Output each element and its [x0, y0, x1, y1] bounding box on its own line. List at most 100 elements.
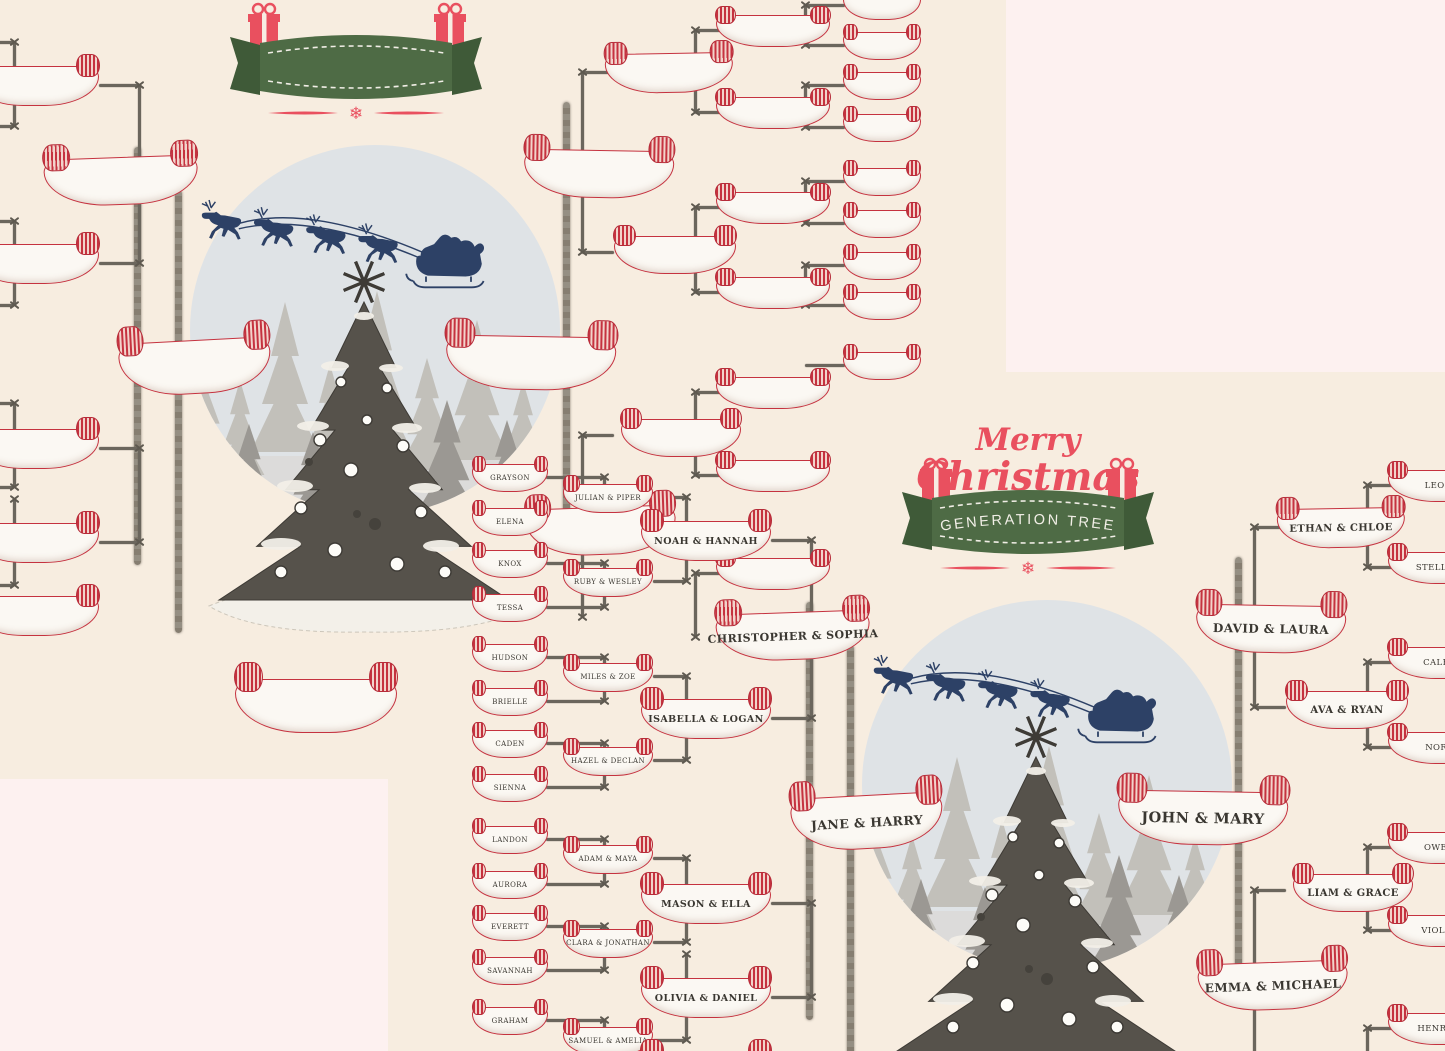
ribbon-curl-icon	[603, 41, 628, 65]
banner-name-label: EMMA & MICHAEL	[1204, 976, 1342, 996]
branch-line	[805, 179, 845, 183]
ribbon-banner: STELLA & B	[1387, 542, 1445, 584]
ribbon-banner: ELENA	[471, 500, 549, 536]
ribbon-curl-icon	[613, 224, 636, 247]
ribbon-banner: HENRY & S	[1387, 1003, 1445, 1045]
ribbon-curl-icon	[471, 949, 487, 966]
branch-junction-icon	[1362, 842, 1373, 853]
ribbon-curl-icon	[636, 654, 654, 671]
snowflake-divider: ❄	[268, 104, 444, 123]
branch-junction-icon	[134, 537, 145, 548]
ribbon-banner	[842, 106, 922, 142]
ribbon-curl-icon	[715, 267, 737, 286]
ribbon-curl-icon	[906, 64, 922, 81]
merry-script-text: Merry	[975, 422, 1081, 458]
branch-junction-icon	[1362, 657, 1373, 668]
banner-name-label: RUBY & WESLEY	[573, 578, 643, 586]
branch-junction-icon	[690, 25, 701, 36]
banner-name-label: HENRY & S	[1417, 1024, 1445, 1034]
banner-name-label: LANDON	[492, 836, 528, 844]
branch-junction-icon	[9, 494, 20, 505]
branch-line	[1254, 705, 1286, 709]
banner-name-label: NORA &	[1425, 743, 1445, 753]
tree-topper-snowflake-icon	[1015, 716, 1057, 758]
ribbon-curl-icon	[1381, 494, 1406, 518]
branch-line	[582, 70, 614, 74]
ribbon-curl-icon	[1387, 637, 1409, 656]
ribbon-curl-icon	[233, 662, 263, 693]
branch-junction-icon	[577, 67, 588, 78]
branch-junction-icon	[599, 472, 610, 483]
branch-junction-icon	[1362, 742, 1373, 753]
ribbon-curl-icon	[471, 905, 487, 922]
branch-line	[771, 538, 811, 542]
branch-junction-icon	[681, 492, 692, 503]
ribbon-banner: OWEN &	[1387, 822, 1445, 864]
ribbon-curl-icon	[471, 722, 487, 739]
ribbon-banner	[0, 54, 100, 106]
ribbon-curl-icon	[533, 722, 549, 739]
branch-line	[0, 583, 14, 587]
ribbon-curl-icon	[115, 325, 145, 358]
banner-name-label: ISABELLA & LOGAN	[648, 713, 764, 725]
branch-junction-icon	[599, 602, 610, 613]
ribbon-curl-icon	[471, 863, 487, 880]
branch-junction-icon	[681, 576, 692, 587]
ribbon-banner: BRIELLE	[471, 680, 549, 716]
branch-line	[582, 433, 614, 437]
branch-line	[1367, 565, 1392, 569]
branch-junction-icon	[599, 965, 610, 976]
ribbon-curl-icon	[636, 559, 654, 576]
branch-junction-icon	[9, 398, 20, 409]
branch-junction-icon	[1362, 480, 1373, 491]
banner-name-label: SAVANNAH	[487, 967, 533, 975]
branch-junction-icon	[690, 287, 701, 298]
branch-trunk	[562, 102, 570, 547]
snowflake-divider: ❄	[940, 559, 1116, 578]
branch-junction-icon	[681, 937, 692, 948]
ribbon-curl-icon	[1194, 589, 1223, 617]
ribbon-banner: EVERETT	[471, 905, 549, 941]
ribbon-curl-icon	[471, 586, 487, 603]
ribbon-curl-icon	[471, 818, 487, 835]
ribbon-banner	[0, 511, 100, 563]
ribbon-curl-icon	[709, 39, 734, 63]
branch-junction-icon	[800, 260, 811, 271]
christmas-tree-icon	[896, 716, 1176, 1051]
banner-name-label: HAZEL & DECLAN	[571, 757, 645, 765]
ribbon-banner	[842, 0, 922, 20]
ribbon-curl-icon	[842, 160, 858, 177]
branch-line	[695, 473, 720, 477]
ribbon-banner	[842, 64, 922, 100]
branch-line	[805, 263, 845, 267]
branch-line	[693, 573, 697, 637]
ribbon-curl-icon	[562, 920, 580, 937]
banner-name-label: CHRISTOPHER & SOPHIA	[707, 626, 879, 646]
gift-icon	[920, 457, 952, 500]
ribbon-banner: VIOLET &	[1387, 905, 1445, 947]
ribbon-banner: AVA & RYAN	[1285, 679, 1409, 729]
branch-junction-icon	[9, 216, 20, 227]
branch-junction-icon	[599, 1015, 610, 1026]
ribbon-curl-icon	[842, 344, 858, 361]
ribbon-banner	[715, 450, 831, 492]
branch-line	[546, 785, 604, 789]
branch-junction-icon	[681, 1035, 692, 1046]
ribbon-curl-icon	[444, 317, 476, 349]
ribbon-curl-icon	[715, 450, 737, 469]
ribbon-banner: CALEB &	[1387, 637, 1445, 679]
ribbon-curl-icon	[748, 1039, 772, 1051]
ribbon-banner: LIAM & GRACE	[1292, 862, 1414, 912]
ribbon-curl-icon	[906, 244, 922, 261]
ribbon-curl-icon	[1387, 460, 1409, 479]
ribbon-banner: CADEN	[471, 722, 549, 758]
branch-line	[653, 856, 686, 860]
ribbon-curl-icon	[842, 594, 871, 623]
branch-junction-icon	[599, 834, 610, 845]
branch-junction-icon	[134, 443, 145, 454]
ribbon-banner: NOAH & HANNAH	[640, 509, 772, 561]
branch-line	[137, 448, 141, 542]
branch-line	[695, 290, 720, 294]
ribbon-curl-icon	[1285, 679, 1308, 702]
branch-line	[653, 579, 686, 583]
